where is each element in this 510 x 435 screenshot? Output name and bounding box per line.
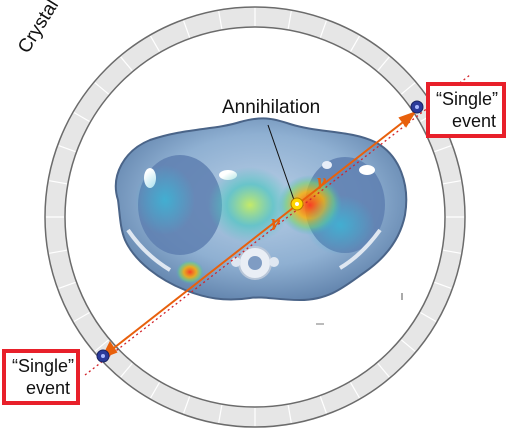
crystal-segment-divider: [319, 20, 328, 38]
crystal-segment-divider: [434, 144, 452, 153]
crystal-segment-divider: [287, 404, 292, 423]
gamma-label: γ: [316, 172, 326, 190]
crystal-segment-divider: [120, 362, 133, 378]
single-event-box-left: “Single” event: [2, 349, 80, 405]
single-event-right-line1: “Single”: [436, 89, 499, 109]
crystal-segment-divider: [218, 404, 223, 423]
crystal-segment-divider: [434, 281, 452, 290]
annihilation-pointer: [267, 124, 295, 201]
crystal-segment-divider: [319, 396, 328, 414]
crystal-segment-divider: [182, 396, 191, 414]
gamma-label: γ: [270, 213, 280, 231]
detector-hit-icon: [410, 100, 424, 114]
crystal-segment-divider: [94, 82, 110, 95]
crystal-segment-divider: [349, 35, 361, 52]
crystal-segment-divider: [218, 11, 223, 30]
annihilation-label: Annihilation: [222, 97, 321, 118]
crystal-segment-divider: [349, 382, 361, 399]
crystal-segment-divider: [287, 11, 292, 30]
crystal-segment-divider: [49, 180, 68, 185]
single-event-left-line1: “Single”: [12, 356, 75, 376]
crystal-segment-divider: [400, 339, 416, 352]
crystal-segment-divider: [442, 249, 461, 254]
crystal-segment-divider: [73, 311, 90, 323]
crystal-segment-divider: [149, 382, 161, 399]
crystal-segment-divider: [400, 82, 416, 95]
crystal-segment-divider: [58, 144, 76, 153]
single-event-box-right: “Single” event: [426, 82, 506, 138]
single-event-right-line2: event: [451, 111, 496, 131]
crystal-segment-divider: [73, 111, 90, 123]
crystal-segment-divider: [377, 362, 390, 378]
crystal-segment-divider: [442, 180, 461, 185]
crystal-segment-divider: [182, 20, 191, 38]
detector-hit-icon: [96, 349, 110, 363]
crystal-segment-divider: [149, 35, 161, 52]
photon-arrows: [100, 111, 417, 359]
crystal-segment-divider: [120, 56, 133, 72]
crystal-segment-divider: [94, 339, 110, 352]
crystal-segment-divider: [420, 311, 437, 323]
single-event-left-line2: event: [25, 378, 70, 398]
crystal-segment-divider: [58, 281, 76, 290]
thorax-ct-image: [114, 117, 408, 325]
crystal-segment-divider: [49, 249, 68, 254]
crystal-segment-divider: [377, 56, 390, 72]
annihilation-point-icon: [290, 197, 304, 211]
